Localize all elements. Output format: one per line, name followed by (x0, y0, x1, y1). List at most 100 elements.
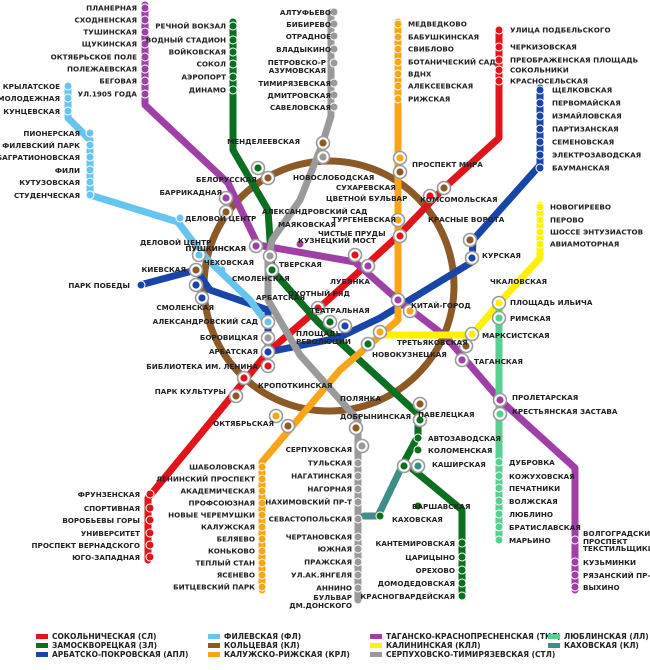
station-label[interactable]: Битцевский парк (173, 583, 255, 592)
station-dot-улица-подбельского[interactable] (494, 25, 504, 35)
station-dot-медведково[interactable] (393, 19, 403, 29)
station-dot-алексеевская[interactable] (393, 81, 403, 91)
station-dot-сходненская[interactable] (140, 15, 150, 25)
station-label[interactable]: Коньково (208, 547, 255, 556)
station-label[interactable]: Молодежная (0, 94, 60, 103)
station-dot-измайловская[interactable] (535, 111, 545, 121)
station-dot-дубровка[interactable] (494, 457, 504, 467)
station-dot-южная[interactable] (353, 544, 363, 554)
station-label[interactable]: Тушинская (83, 28, 137, 37)
station-label[interactable]: Полянка (340, 394, 382, 403)
station-label[interactable]: Водный стадион (146, 36, 226, 45)
station-dot-чертановская[interactable] (353, 532, 363, 542)
station-dot-битцевский-парк[interactable] (257, 582, 267, 592)
station-dot-парк-победы[interactable] (136, 280, 146, 290)
station-label[interactable]: Царицыно (405, 553, 455, 562)
station-label[interactable]: Дубровка (509, 458, 555, 467)
station-label[interactable]: Арбатская (209, 347, 258, 356)
station-dot-профсоюзная[interactable] (257, 498, 267, 508)
station-dot-марьино[interactable] (494, 535, 504, 545)
station-dot-рязанский-пр-т[interactable] (570, 570, 580, 580)
station-label[interactable]: Лубянка (330, 277, 370, 286)
station-label[interactable]: Люблино (509, 510, 553, 519)
station-label[interactable]: Аннино (316, 584, 352, 593)
station-label[interactable]: Рязанский пр-т (583, 571, 650, 580)
station-label[interactable]: Нахимовский пр-т (265, 498, 352, 507)
station-dot-петровско-разумовская[interactable] (329, 58, 339, 68)
station-label[interactable]: Преображенская площадь (510, 56, 638, 65)
station-label[interactable]: Планерная (86, 4, 137, 13)
station-dot-коломенская[interactable] (413, 445, 423, 455)
station-label[interactable]: Академическая (181, 487, 255, 496)
station-label[interactable]: Орехово (415, 566, 455, 575)
station-dot-теплый-стан[interactable] (257, 558, 267, 568)
station-label[interactable]: Пушкинская (185, 244, 246, 253)
station-label[interactable]: Речной вокзал (155, 22, 226, 31)
station-label[interactable]: Павелецкая (418, 410, 475, 419)
station-label[interactable]: Театральная (310, 306, 370, 315)
station-dot-нагатинская[interactable] (353, 471, 363, 481)
station-dot-щукинская[interactable] (140, 39, 150, 49)
station-label[interactable]: Смоленская (156, 303, 214, 312)
station-label[interactable]: Арбатская (256, 293, 305, 302)
station-label[interactable]: Таганская (474, 357, 523, 366)
station-label[interactable]: Измайловская (552, 112, 622, 121)
station-label[interactable]: Октябрьское поле (51, 53, 137, 62)
station-label[interactable]: Парк Победы (68, 281, 130, 290)
station-label[interactable]: Алексеевская (408, 82, 473, 91)
station-label[interactable]: Беговая (99, 77, 137, 86)
station-dot-юго-западная[interactable] (145, 552, 155, 562)
station-dot-ясенево[interactable] (257, 570, 267, 580)
station-dot-печатники[interactable] (494, 483, 504, 493)
station-dot-кантемировская[interactable] (457, 538, 467, 548)
station-label[interactable]: Ул.Ак.Янгеля (291, 571, 352, 580)
station-label[interactable]: Деловой центр (140, 238, 211, 247)
station-dot-студенческая[interactable] (85, 190, 95, 200)
station-dot-фрунзенская[interactable] (145, 489, 155, 499)
station-label[interactable]: Сокол (197, 60, 226, 69)
station-dot-деловой-центр[interactable] (175, 213, 185, 223)
station-dot-орехово[interactable] (457, 565, 467, 575)
station-label[interactable]: Кантемировская (375, 539, 455, 548)
station-label[interactable]: Медведково (408, 20, 467, 29)
station-label[interactable]: Филевский парк (2, 141, 80, 150)
station-dot-варшавская[interactable] (413, 501, 423, 511)
station-dot-воробьевы-горы[interactable] (145, 515, 155, 525)
station-dot-ленинский-проспект[interactable] (257, 474, 267, 484)
station-dot-кутузовская[interactable] (85, 177, 95, 187)
station-label[interactable]: Новогиреево (550, 203, 611, 212)
station-label[interactable]: Варшавская (412, 502, 470, 511)
station-label[interactable]: Чеховская (204, 258, 254, 267)
station-label[interactable]: Ясенево (217, 571, 255, 580)
station-label[interactable]: Электрозаводская (552, 151, 641, 160)
station-dot-владыкино[interactable] (329, 44, 339, 54)
station-label[interactable]: Нагорная (307, 485, 352, 494)
station-dot-багратионовская[interactable] (85, 152, 95, 162)
station-label[interactable]: Курская (482, 251, 521, 260)
station-dot-тушинская[interactable] (140, 27, 150, 37)
station-label[interactable]: Багратионовская (0, 153, 80, 162)
station-label[interactable]: Перово (550, 216, 584, 225)
station-dot-черкизовская[interactable] (494, 42, 504, 52)
station-dot-тимирязевская[interactable] (329, 78, 339, 88)
station-label[interactable]: Римская (510, 314, 551, 323)
station-dot-нахимовский-пр-т[interactable] (353, 497, 363, 507)
station-dot-академическая[interactable] (257, 486, 267, 496)
station-dot-бибирево[interactable] (329, 19, 339, 29)
station-dot-кузьминки[interactable] (570, 557, 580, 567)
station-dot-первомайская[interactable] (535, 98, 545, 108)
station-label[interactable]: Библиотека им. Ленина (146, 362, 258, 371)
station-dot-рижская[interactable] (393, 94, 403, 104)
station-label[interactable]: Чертановская (286, 533, 352, 542)
station-dot-кунцевская[interactable] (63, 106, 73, 116)
station-label[interactable]: Нагатинская (291, 472, 352, 481)
station-label[interactable]: Братиславская (509, 523, 581, 532)
station-dot-октябрьское-поле[interactable] (140, 52, 150, 62)
station-label[interactable]: Бульвар Дм.Донского (287, 593, 352, 610)
station-dot-smolenskaya-fl[interactable] (218, 266, 226, 274)
station-label[interactable]: Менделеевская (227, 137, 300, 146)
station-label[interactable]: Кутузовская (19, 178, 80, 187)
station-dot-пионерская[interactable] (85, 128, 95, 138)
station-label[interactable]: Марксистская (482, 331, 550, 340)
